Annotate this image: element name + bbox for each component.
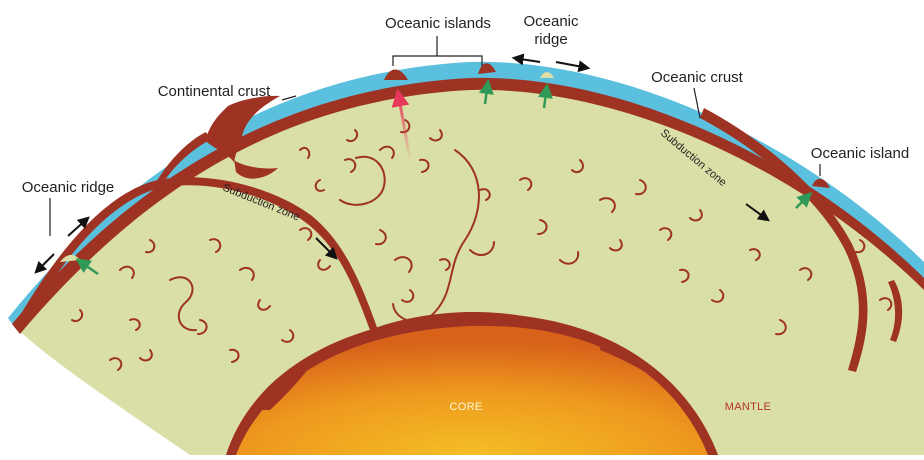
- label-oceanic-ridge-top-line1: Oceanic: [523, 13, 579, 30]
- label-oceanic-islands: Oceanic islands: [385, 15, 491, 32]
- plate-motion-arrow-top-left: [514, 58, 540, 62]
- label-oceanic-island-right: Oceanic island: [811, 145, 909, 162]
- label-continental-crust: Continental crust: [158, 83, 271, 100]
- label-core: CORE: [450, 401, 483, 413]
- label-oceanic-ridge-top-line2: ridge: [534, 31, 567, 48]
- label-mantle: MANTLE: [725, 401, 771, 413]
- label-oceanic-crust: Oceanic crust: [651, 69, 744, 86]
- plate-motion-arrow-top-right: [556, 62, 588, 68]
- label-oceanic-ridge-left: Oceanic ridge: [22, 179, 115, 196]
